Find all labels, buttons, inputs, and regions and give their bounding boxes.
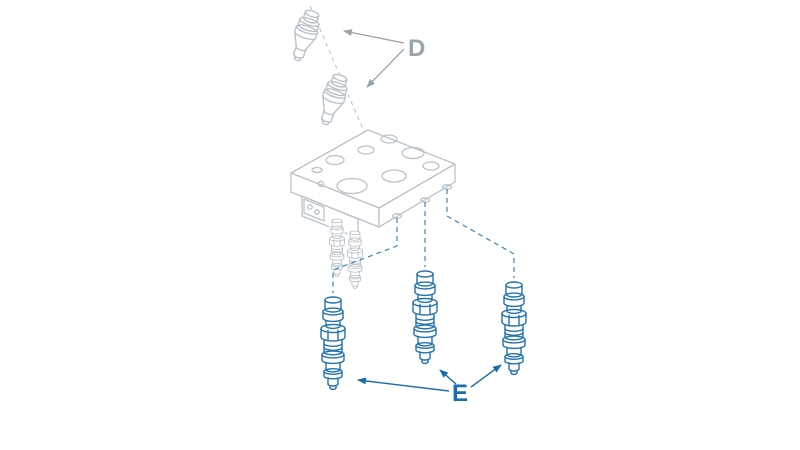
- valves-group: [319, 270, 528, 391]
- manifold-block: [290, 129, 456, 239]
- mounting-hole-2: [314, 209, 320, 215]
- label-d-arrow-2: [366, 48, 405, 88]
- valve-cartridge-3: [500, 281, 528, 376]
- port-2: [357, 145, 375, 155]
- label-e-arrow-1: [357, 377, 450, 392]
- label-e-arrow-2: [439, 369, 457, 385]
- port-large-1: [336, 177, 368, 195]
- coupling-upper: [285, 6, 325, 65]
- port-small-1: [311, 166, 323, 174]
- leader-lines: [332, 189, 515, 293]
- assembly-centerline: [309, 5, 373, 151]
- label-e-arrow-3: [470, 364, 502, 388]
- port-small-2: [317, 180, 325, 188]
- mounting-hole-1: [307, 204, 313, 210]
- leader-line-3: [446, 189, 515, 278]
- port-3: [380, 134, 398, 144]
- label-d-arrow-1: [343, 29, 405, 44]
- label-e-group: E: [357, 364, 502, 407]
- label-d-group: D: [343, 29, 425, 88]
- leader-line-1: [332, 218, 398, 293]
- valve-cartridge-2: [411, 270, 439, 365]
- port-4: [401, 146, 425, 160]
- port-1: [325, 154, 345, 166]
- upper-assembly: [285, 5, 456, 290]
- port-large-2: [381, 169, 407, 183]
- coupling-lower: [313, 70, 353, 129]
- label-e: E: [452, 380, 468, 407]
- valve-cartridge-1: [319, 296, 347, 391]
- port-5: [422, 161, 440, 171]
- label-d: D: [408, 35, 425, 62]
